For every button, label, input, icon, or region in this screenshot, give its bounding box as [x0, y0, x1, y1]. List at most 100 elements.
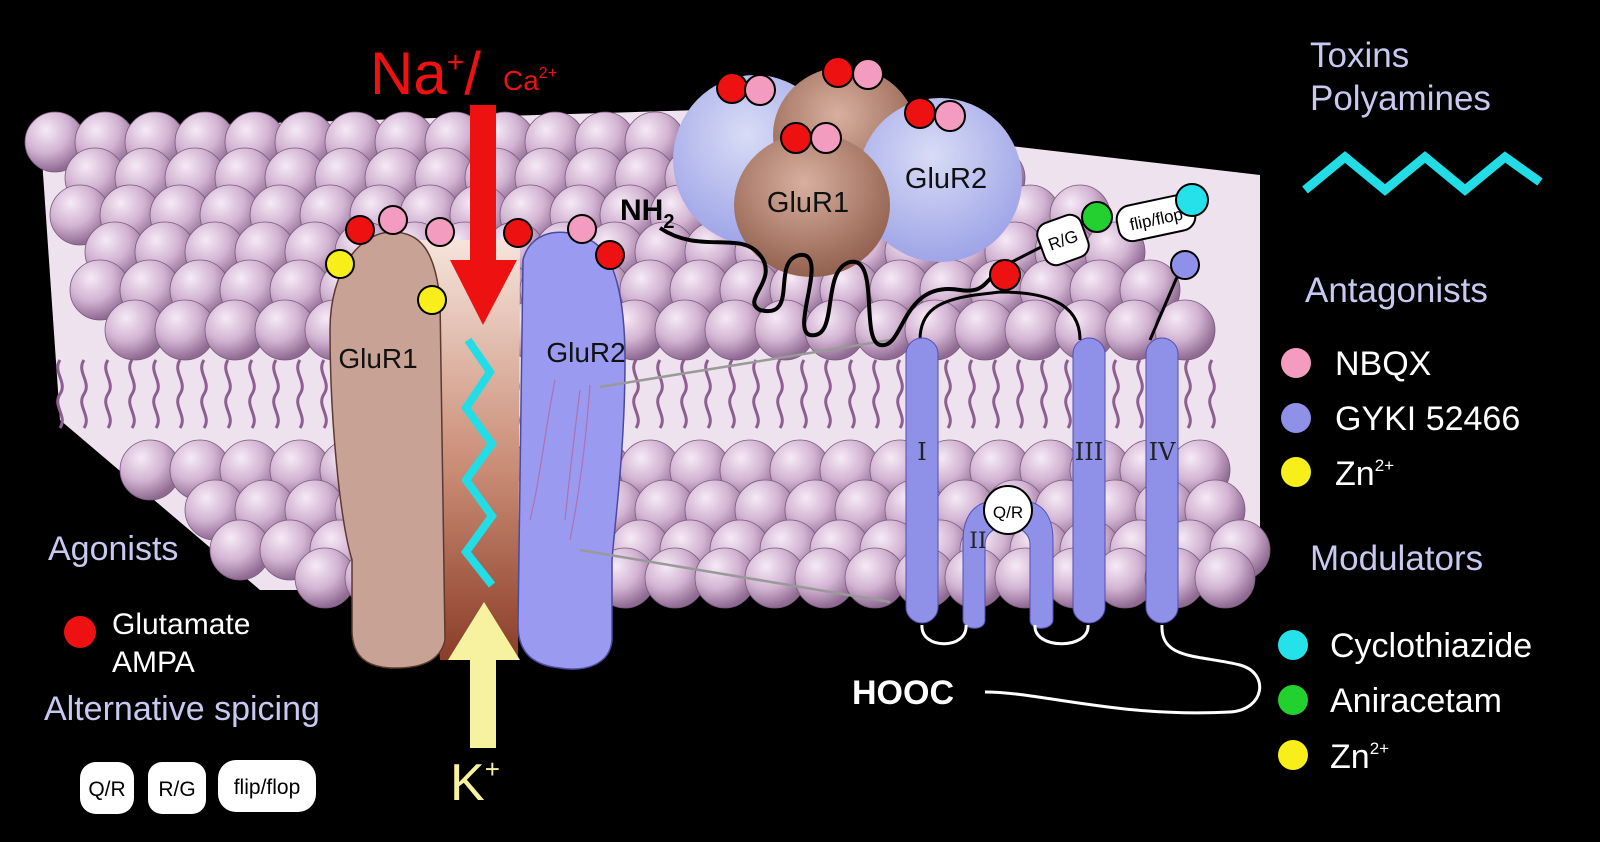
segment-iii-label: III	[1075, 438, 1103, 466]
polyamines-label: Polyamines	[1310, 79, 1491, 118]
lipid-tail	[152, 359, 160, 429]
topology-cyclothiazide	[1175, 183, 1209, 217]
lipid-tail	[728, 359, 736, 429]
flipflop-pill-label: flip/flop	[234, 776, 301, 799]
qr-site-label: Q/R	[993, 503, 1023, 522]
cyclothiazide-dot-icon	[1278, 630, 1308, 660]
lipid-head	[1194, 547, 1256, 609]
qr-site	[983, 485, 1033, 535]
lipid-tail	[872, 359, 880, 429]
lipid-tail	[656, 359, 664, 429]
nh2-text: NH	[620, 194, 663, 227]
lipid-tail	[56, 359, 64, 429]
ampa-label: AMPA	[112, 646, 195, 679]
tetramer-nbqx-4	[810, 122, 842, 154]
channel-agonist-2	[503, 218, 533, 248]
receptor-tetramer-top: GluR1 GluR2	[673, 56, 1022, 277]
lipid-tail	[968, 359, 976, 429]
agonist-dot-icon	[64, 616, 96, 648]
na-label: Na+/	[370, 40, 481, 107]
lipid-tail	[200, 359, 208, 429]
lipid-tail	[632, 359, 640, 429]
lipid-tail	[224, 359, 232, 429]
na-sup: +	[447, 46, 465, 79]
lipid-tail	[128, 359, 136, 429]
glur2-helix-lines	[529, 379, 591, 541]
topology-aniracetam	[1081, 201, 1113, 233]
tetramer-agonist-2	[822, 56, 854, 88]
k-sup: +	[485, 754, 500, 784]
n-terminal-chain	[658, 226, 1002, 348]
zinc-modulator-sup: 2+	[1370, 739, 1389, 758]
zinc-antagonist-dot-icon	[1281, 457, 1311, 487]
lipid-tail	[824, 359, 832, 429]
nbqx-dot-icon	[1281, 348, 1311, 378]
lipid-tail	[776, 359, 784, 429]
zinc-modulator-dot-icon	[1278, 740, 1308, 770]
lipid-tail	[296, 359, 304, 429]
na-arrow-head	[450, 260, 517, 325]
na-arrow-shaft	[470, 105, 496, 265]
splicing-title: Alternative spicing	[44, 690, 320, 728]
legend-right: Toxins Polyamines Antagonists NBQX GYKI …	[1278, 36, 1543, 776]
rg-pill-label: R/G	[158, 778, 195, 801]
na-text: Na	[370, 40, 447, 107]
channel-nbqx-1	[378, 205, 408, 235]
zoom-line-bottom	[579, 548, 891, 604]
hooc-label: HOOC	[852, 674, 954, 712]
aniracetam-label: Aniracetam	[1330, 682, 1502, 720]
lipid-tail	[80, 359, 88, 429]
glur2-subunit	[517, 231, 626, 670]
channel-nbqx-2	[425, 217, 455, 247]
legend-left: Agonists Glutamate AMPA Alternative spic…	[44, 530, 320, 814]
nbqx-label: NBQX	[1335, 345, 1431, 383]
topology-agonist	[989, 259, 1021, 291]
channel-nbqx-3	[567, 214, 597, 244]
qr-pill-label: Q/R	[88, 778, 125, 801]
intracellular-loops	[920, 624, 1090, 646]
lipid-tail	[1136, 359, 1144, 429]
tetramer-nbqx-1	[744, 74, 776, 106]
lipid-tail	[944, 359, 952, 429]
k-text: K	[450, 754, 485, 812]
glur1-subunit-label: GluR1	[338, 343, 417, 374]
segment-iv-label: IV	[1149, 438, 1176, 466]
zoom-line-top	[599, 338, 891, 389]
zinc-modulator-text: Zn	[1330, 738, 1370, 776]
tetramer-glur1-front	[734, 133, 890, 277]
aniracetam-dot-icon	[1278, 685, 1308, 715]
lipid-tail	[680, 359, 688, 429]
gyki-dot-icon	[1281, 403, 1311, 433]
k-label: K+	[450, 754, 500, 812]
m4-connector	[1148, 269, 1182, 341]
lipid-tail	[1208, 359, 1216, 429]
tetramer-glur2-label: GluR2	[905, 163, 987, 195]
gyki-label: GYKI 52466	[1335, 400, 1520, 438]
channel-zinc-2	[417, 285, 447, 315]
flipflop-pill	[218, 760, 316, 812]
lipid-tail	[176, 359, 184, 429]
subunit-topology: I II III IV Q/R R/G flip/flop NH2 HOOC	[579, 183, 1262, 715]
tetramer-glur2-front	[858, 98, 1022, 262]
tetramer-nbqx-2	[852, 58, 884, 90]
ca-sup: 2+	[539, 65, 557, 82]
ca-text: Ca	[503, 65, 539, 96]
toxins-label: Toxins	[1310, 36, 1409, 75]
lipid-tail	[800, 359, 808, 429]
glur2-subunit-label: GluR2	[546, 337, 625, 368]
lipid-tail	[896, 359, 904, 429]
k-efflux-arrow	[448, 602, 520, 748]
zinc-modulator-label: Zn2+	[1330, 738, 1389, 776]
lipid-tail	[1040, 359, 1048, 429]
glur1-subunit	[329, 231, 446, 669]
lipid-tail	[1064, 359, 1072, 429]
channel-agonist-1	[345, 215, 375, 245]
segment-ii-label: II	[969, 529, 986, 554]
channel-agonist-3	[595, 240, 625, 270]
tetramer-agonist-3	[904, 97, 936, 129]
zinc-antagonist-label: Zn2+	[1335, 455, 1394, 493]
c-terminal-chain	[984, 624, 1262, 715]
na-slash: /	[464, 40, 481, 107]
lipid-tail	[272, 359, 280, 429]
